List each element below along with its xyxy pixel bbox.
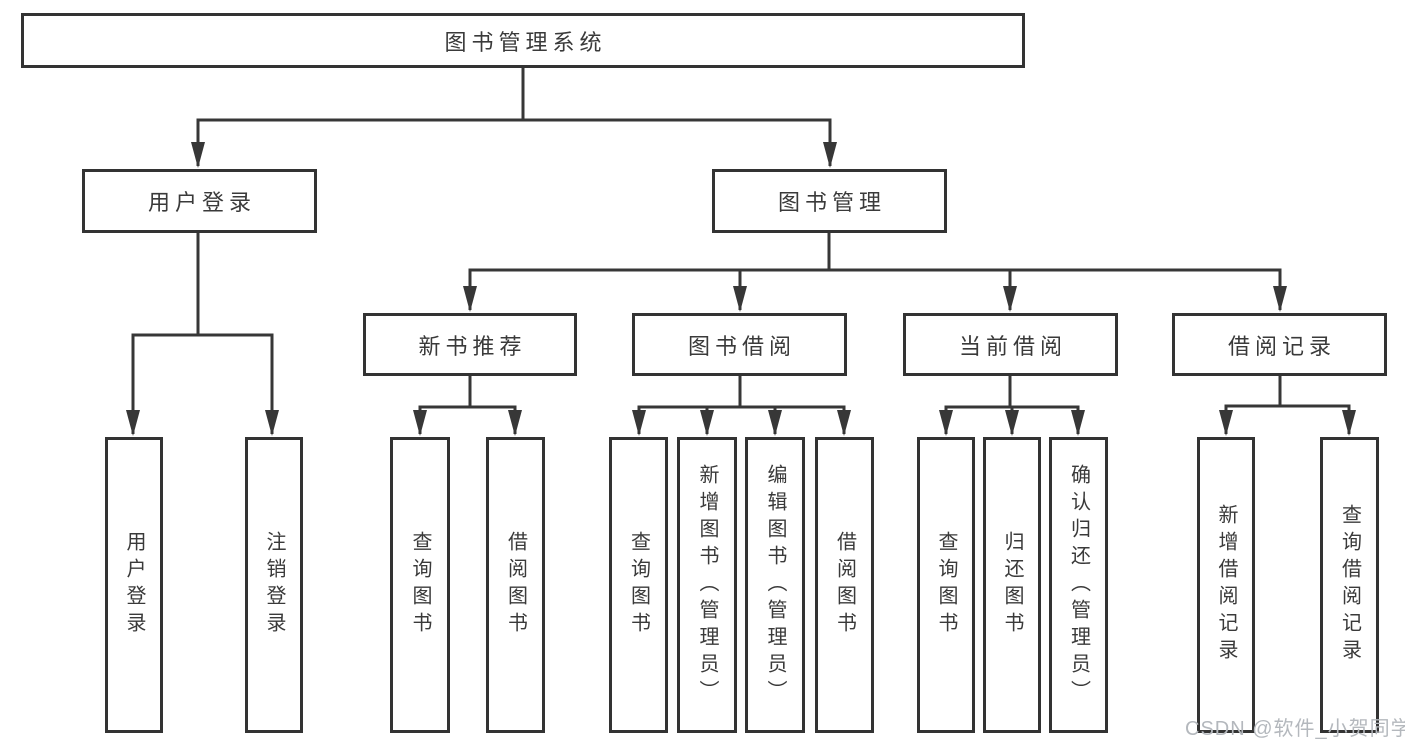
leaf-borrow-book-1-label: 借阅图书 [504, 531, 527, 639]
node-current-borrow: 当前借阅 [903, 313, 1118, 376]
leaf-query-book-2-label: 查询图书 [627, 531, 650, 639]
node-root: 图书管理系统 [21, 13, 1025, 68]
node-borrow-record: 借阅记录 [1172, 313, 1387, 376]
node-user-login-label: 用户登录 [147, 190, 256, 215]
node-new-book-recommend: 新书推荐 [363, 313, 577, 376]
node-root-label: 图书管理系统 [444, 29, 607, 55]
leaf-borrow-book-2-label: 借阅图书 [833, 531, 856, 639]
leaf-confirm-return-admin: 确认归还（管理员） [1049, 437, 1108, 733]
leaf-query-book-2: 查询图书 [609, 437, 668, 733]
leaf-borrow-book-1: 借阅图书 [486, 437, 545, 733]
leaf-return-book-label: 归还图书 [1001, 531, 1023, 639]
leaf-query-borrow-record-label: 查询借阅记录 [1338, 504, 1361, 666]
leaf-confirm-return-admin-label: 确认归还（管理员） [1067, 463, 1090, 707]
leaf-query-book-1: 查询图书 [390, 437, 450, 733]
leaf-edit-book-admin: 编辑图书（管理员） [745, 437, 805, 733]
csdn-watermark: CSDN @软件_小贺同学 [1185, 718, 1405, 740]
leaf-return-book: 归还图书 [983, 437, 1041, 733]
leaf-logout: 注销登录 [245, 437, 303, 733]
leaf-logout-label: 注销登录 [263, 531, 285, 639]
node-borrow-record-label: 借阅记录 [1227, 333, 1336, 359]
node-book-management-label: 图书管理 [777, 190, 886, 215]
leaf-user-login-label: 用户登录 [123, 531, 145, 639]
leaf-borrow-book-2: 借阅图书 [815, 437, 874, 733]
node-book-borrow: 图书借阅 [632, 313, 847, 376]
node-book-borrow-label: 图书借阅 [687, 333, 796, 359]
leaf-query-borrow-record: 查询借阅记录 [1320, 437, 1379, 733]
node-current-borrow-label: 当前借阅 [958, 333, 1067, 359]
leaf-query-book-3: 查询图书 [917, 437, 975, 733]
leaf-user-login: 用户登录 [105, 437, 163, 733]
leaf-add-book-admin-label: 新增图书（管理员） [696, 463, 718, 707]
leaf-add-borrow-record-label: 新增借阅记录 [1215, 504, 1237, 666]
leaf-add-borrow-record: 新增借阅记录 [1197, 437, 1255, 733]
node-book-management: 图书管理 [712, 169, 947, 233]
leaf-query-book-3-label: 查询图书 [935, 531, 957, 639]
leaf-add-book-admin: 新增图书（管理员） [677, 437, 737, 733]
leaf-edit-book-admin-label: 编辑图书（管理员） [764, 463, 786, 707]
leaf-query-book-1-label: 查询图书 [409, 531, 431, 639]
node-new-book-recommend-label: 新书推荐 [418, 333, 527, 359]
node-user-login: 用户登录 [82, 169, 317, 233]
